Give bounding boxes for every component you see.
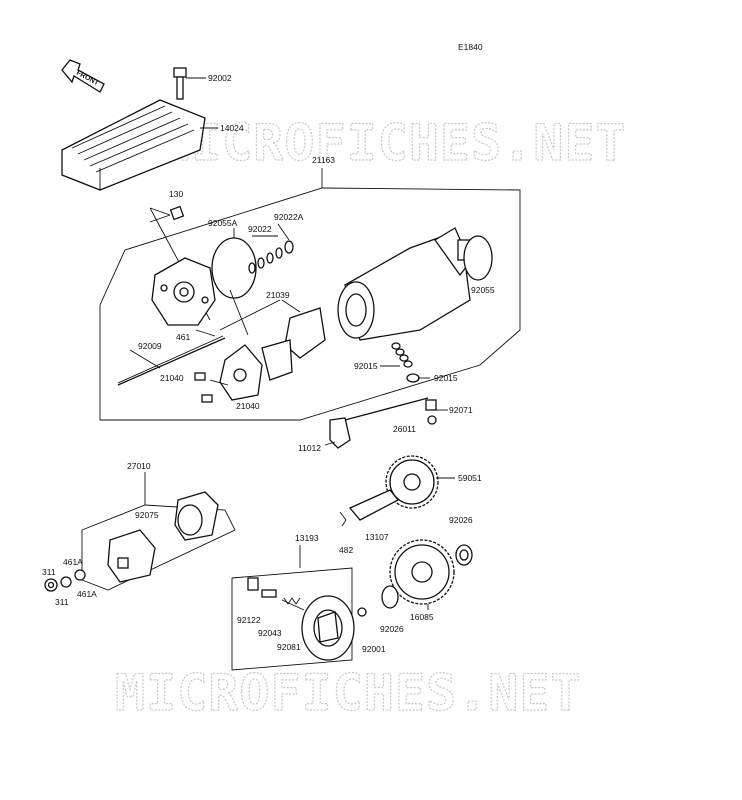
shaft-13107 xyxy=(339,489,399,527)
bolt-92002 xyxy=(173,67,206,100)
bracket-11012 xyxy=(324,417,351,449)
pin-92081 xyxy=(281,597,305,611)
part-label-92015-a: 92015 xyxy=(354,361,378,371)
part-label-92015-b: 92015 xyxy=(434,373,458,383)
sprocket-59051 xyxy=(385,455,455,509)
washer-461a xyxy=(60,569,86,588)
roller-92122 xyxy=(247,577,259,591)
part-label-92055a: 92055A xyxy=(208,218,238,228)
part-label-11012: 11012 xyxy=(298,443,321,453)
part-label-92122: 92122 xyxy=(237,615,261,625)
part-label-92001: 92001 xyxy=(362,644,386,654)
washer-92026-b xyxy=(381,585,399,609)
part-label-14024: 14024 xyxy=(220,123,244,133)
part-label-461a-2: 461A xyxy=(77,589,97,599)
part-label-92009: 92009 xyxy=(138,341,162,351)
part-label-92071: 92071 xyxy=(449,405,473,415)
part-label-92026-a: 92026 xyxy=(449,515,473,525)
part-label-92081: 92081 xyxy=(277,642,301,652)
part-label-16085: 16085 xyxy=(410,612,434,622)
part-label-311-a: 311 xyxy=(42,567,56,577)
brush-holder-21039 xyxy=(261,299,326,381)
washers-92022 xyxy=(248,223,294,274)
part-label-21040-a: 21040 xyxy=(160,373,184,383)
cover-14024 xyxy=(61,99,218,191)
part-label-21163: 21163 xyxy=(312,155,335,165)
diagram-code: E1840 xyxy=(458,42,483,52)
part-label-13107: 13107 xyxy=(365,532,389,542)
part-label-59051: 59051 xyxy=(458,473,482,483)
part-label-21040-b: 21040 xyxy=(236,401,260,411)
part-label-92026-b: 92026 xyxy=(380,624,404,634)
part-label-26011: 26011 xyxy=(393,424,416,434)
part-label-92075: 92075 xyxy=(135,510,159,520)
o-ring-92055 xyxy=(463,235,493,281)
terminal-26011 xyxy=(344,397,448,425)
part-label-130: 130 xyxy=(169,189,183,199)
part-label-461: 461 xyxy=(176,332,190,342)
spring-92043 xyxy=(261,589,277,598)
nut-311-a xyxy=(44,578,58,592)
watermark-bottom: MICROFICHES.NET xyxy=(115,664,582,722)
washers-92015 xyxy=(380,342,430,383)
part-label-13193: 13193 xyxy=(295,533,319,543)
part-label-482: 482 xyxy=(339,545,353,555)
clutch-body xyxy=(107,529,156,583)
watermark-top: MICROFICHES.NET xyxy=(160,114,627,172)
through-bolt-92009 xyxy=(117,335,226,386)
box-13193 xyxy=(231,567,353,671)
front-arrow-icon: FRONT xyxy=(61,59,105,93)
assembly-boundary xyxy=(99,187,521,421)
starter-clutch xyxy=(301,595,367,661)
part-label-92022a: 92022A xyxy=(274,212,304,222)
brush-plate xyxy=(194,344,263,403)
part-label-92055: 92055 xyxy=(471,285,495,295)
end-cover xyxy=(151,257,216,326)
part-label-27010: 27010 xyxy=(127,461,151,471)
relay-92075 xyxy=(174,491,219,541)
starter-motor xyxy=(337,227,473,341)
part-label-92043: 92043 xyxy=(258,628,282,638)
part-label-461a-1: 461A xyxy=(63,557,83,567)
part-label-92022: 92022 xyxy=(248,224,272,234)
gear-16085 xyxy=(389,539,455,610)
part-label-92002: 92002 xyxy=(208,73,232,83)
part-label-21039: 21039 xyxy=(266,290,290,300)
part-label-311-b: 311 xyxy=(55,597,69,607)
